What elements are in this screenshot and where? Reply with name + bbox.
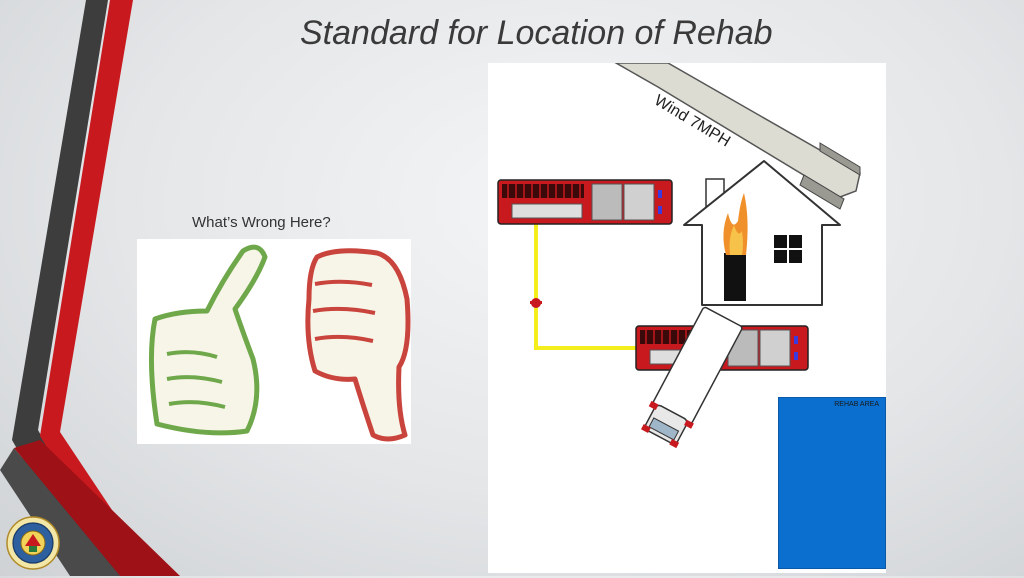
ambulance-icon: [640, 306, 743, 449]
rehab-area-label: REHAB AREA: [834, 401, 879, 408]
decorative-stripes: [0, 0, 180, 576]
house-on-fire-icon: [683, 160, 841, 306]
wind-arrow-icon: [613, 62, 861, 210]
thumbs-up-icon: [148, 244, 268, 436]
slide-title: Standard for Location of Rehab: [300, 14, 773, 52]
question-label: What’s Wrong Here?: [192, 214, 331, 231]
rehab-area: REHAB AREA: [778, 397, 886, 569]
fire-hydrant-icon: [530, 298, 542, 308]
department-seal-icon: [6, 516, 60, 570]
supply-hose: [534, 223, 636, 350]
thumbs-image: [137, 239, 411, 444]
thumbs-down-icon: [305, 248, 411, 442]
fire-engine-icon: [497, 179, 673, 225]
